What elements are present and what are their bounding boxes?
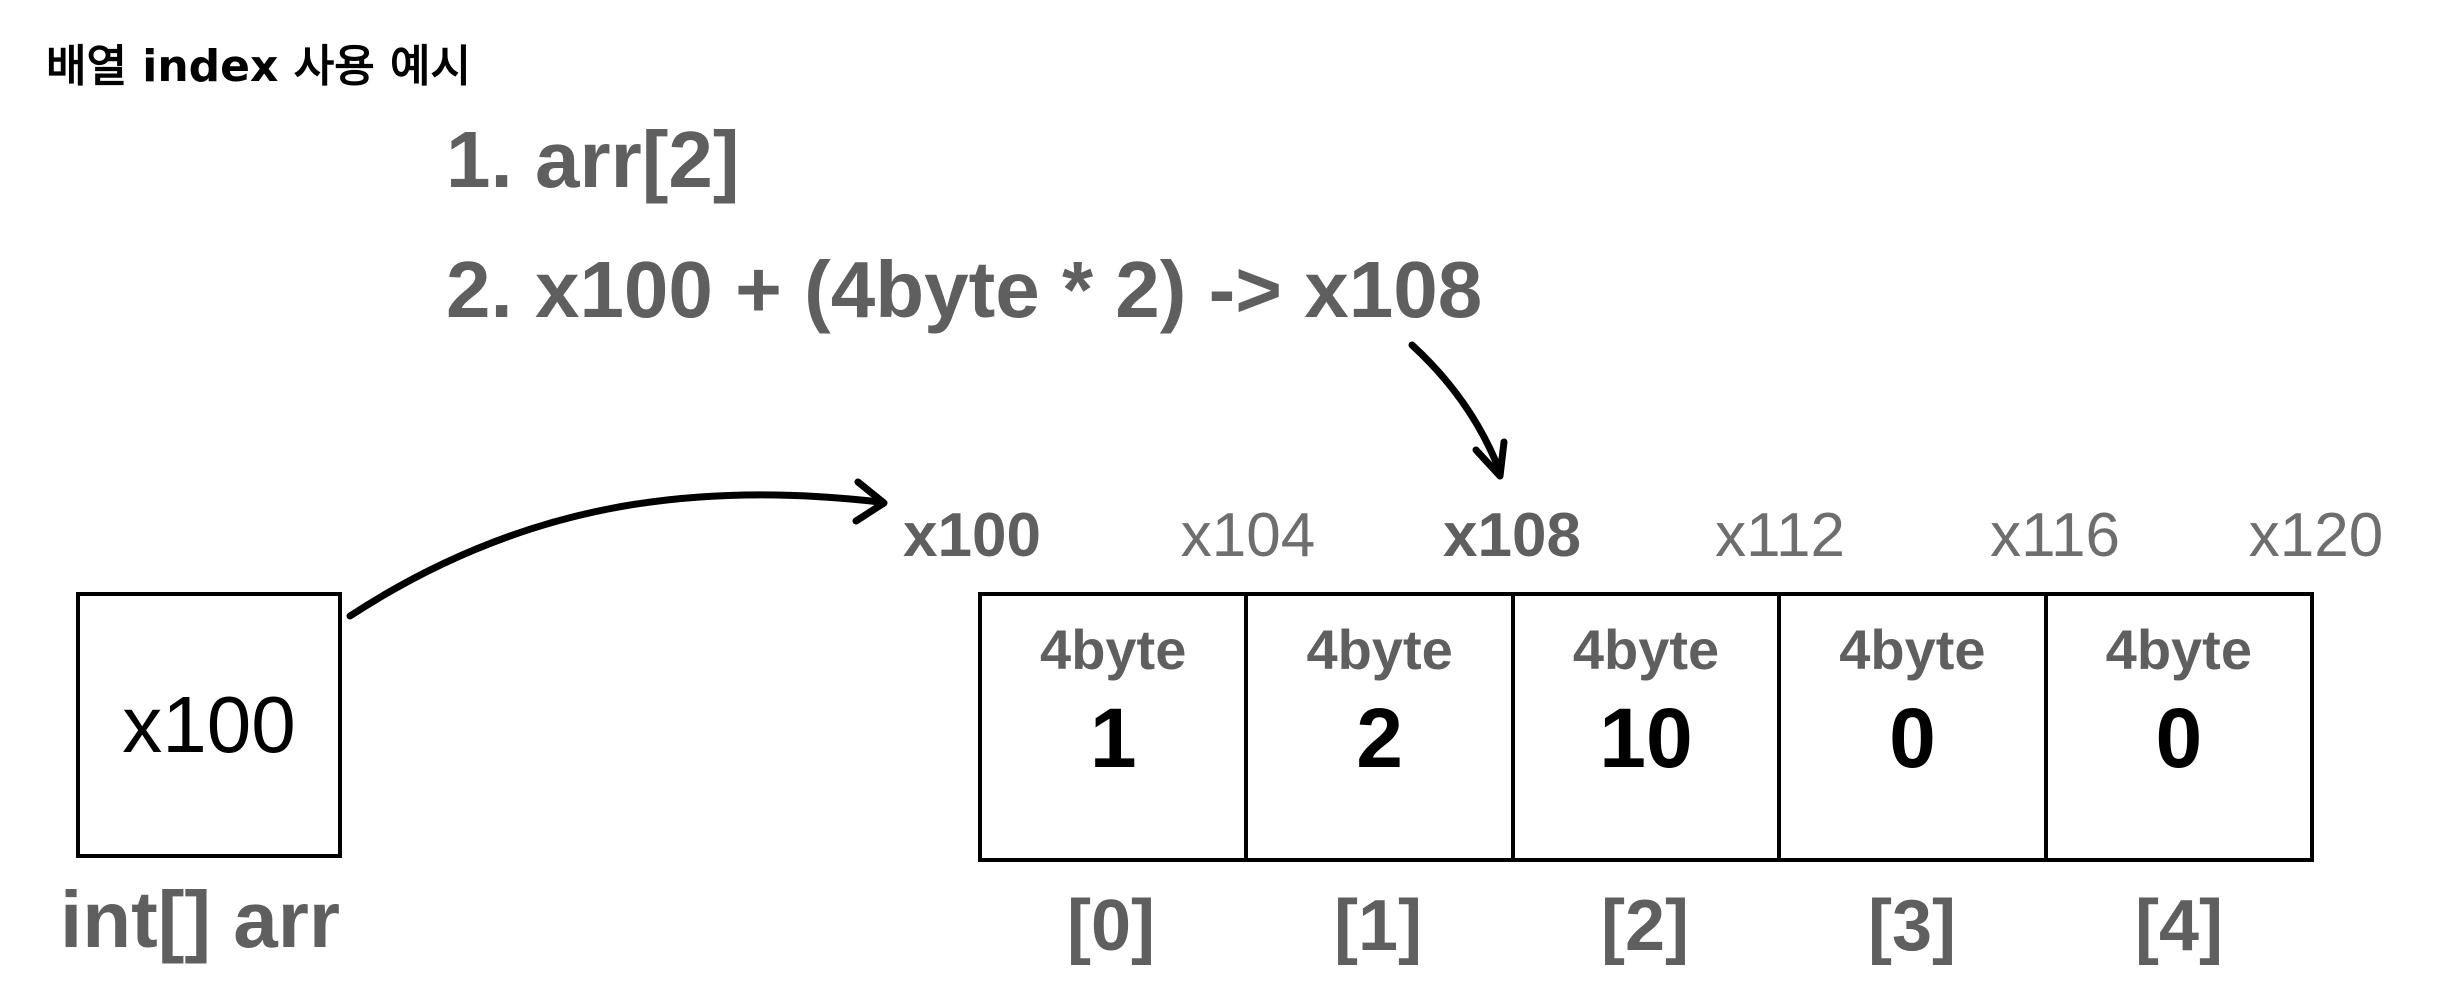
- cell-value: 2: [1356, 691, 1403, 785]
- calculation-arrow-head: [1472, 438, 1508, 480]
- address-label-1: x104: [1180, 501, 1316, 570]
- cell-size-label: 4byte: [1839, 618, 1986, 681]
- cell-size-label: 4byte: [2105, 618, 2252, 681]
- array-cell: 4byte 2: [1248, 596, 1515, 858]
- cell-size-label: 4byte: [1572, 618, 1720, 681]
- variable-label: int[] arr: [60, 875, 340, 964]
- step-2-text: 2. x100 + (4byte * 2) -> x108: [446, 245, 1483, 334]
- index-label-1: [1]: [1334, 886, 1422, 966]
- address-label-3: x112: [1715, 501, 1845, 570]
- index-label-3: [3]: [1868, 886, 1956, 966]
- cell-value: 0: [1889, 691, 1936, 785]
- reference-variable-box: x100: [76, 592, 342, 858]
- array-cell: 4byte 0: [2048, 596, 2310, 858]
- reference-value: x100: [122, 680, 296, 769]
- cell-size-label: 4byte: [1040, 618, 1187, 681]
- array-memory-block: 4byte 1 4byte 2 4byte 10 4byte 0 4byte 0: [978, 592, 2314, 862]
- calculation-arrow: [1408, 341, 1504, 476]
- cell-size-label: 4byte: [1306, 618, 1453, 681]
- address-label-4: x116: [1990, 501, 2120, 570]
- cell-value: 10: [1599, 691, 1693, 785]
- array-cell: 4byte 1: [982, 596, 1249, 858]
- index-label-2: [2]: [1601, 886, 1689, 966]
- index-label-0: [0]: [1067, 886, 1155, 966]
- reference-arrow: [346, 491, 884, 620]
- address-label-2: x108: [1443, 501, 1581, 570]
- array-cell: 4byte 10: [1515, 596, 1782, 858]
- address-label-0: x100: [903, 501, 1041, 570]
- page-title: 배열 index 사용 예시: [46, 41, 471, 92]
- array-cell: 4byte 0: [1781, 596, 2048, 858]
- cell-value: 0: [2155, 691, 2203, 785]
- cell-value: 1: [1089, 691, 1137, 785]
- index-label-4: [4]: [2135, 886, 2223, 966]
- address-label-5: x120: [2248, 501, 2384, 570]
- step-1-text: 1. arr[2]: [446, 115, 740, 204]
